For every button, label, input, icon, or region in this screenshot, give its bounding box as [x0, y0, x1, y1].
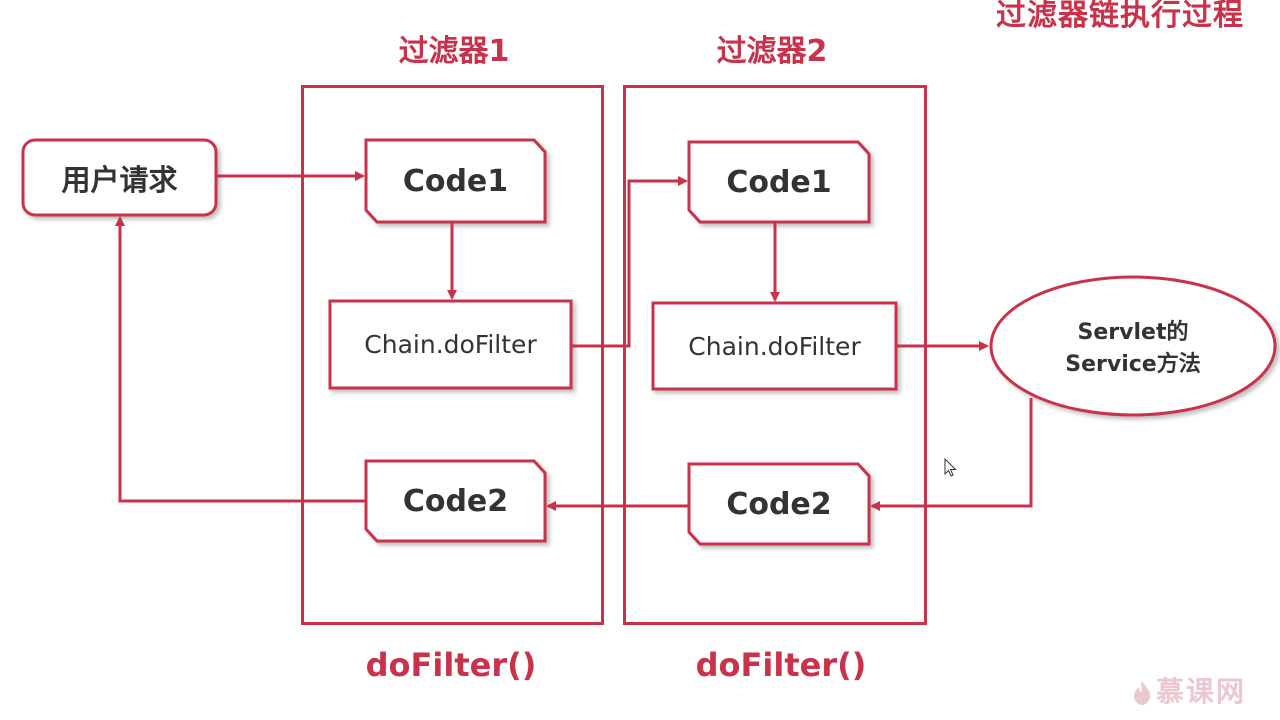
filter1-title: 过滤器1 — [398, 34, 510, 69]
filter1-code2-node — [364, 459, 547, 543]
page-title: 过滤器链执行过程 — [996, 0, 1244, 33]
filter1-chain-node — [328, 299, 573, 390]
filter2-box — [623, 85, 927, 625]
watermark-text: 慕课网 — [1155, 675, 1246, 708]
filter1-code1-node — [364, 138, 547, 224]
arrow-f1code2-to-request — [115, 216, 366, 503]
filter2-code1-node — [687, 140, 871, 224]
flame-logo-icon — [1133, 681, 1150, 705]
watermark: 慕课网 — [1132, 670, 1246, 710]
filter2-title: 过滤器2 — [716, 34, 828, 69]
filter2-code2-node — [687, 462, 871, 546]
filter2-function-label: doFilter() — [695, 646, 867, 684]
filter1-box — [301, 85, 604, 625]
user-request-node — [21, 138, 218, 217]
mouse-cursor-icon — [944, 458, 957, 477]
servlet-node — [989, 275, 1277, 417]
filter1-function-label: doFilter() — [365, 646, 537, 684]
arrow-f1chain-to-f2code1 — [571, 176, 688, 348]
filter2-chain-node — [651, 301, 898, 391]
arrow-servlet-to-f2code2 — [870, 398, 1033, 511]
